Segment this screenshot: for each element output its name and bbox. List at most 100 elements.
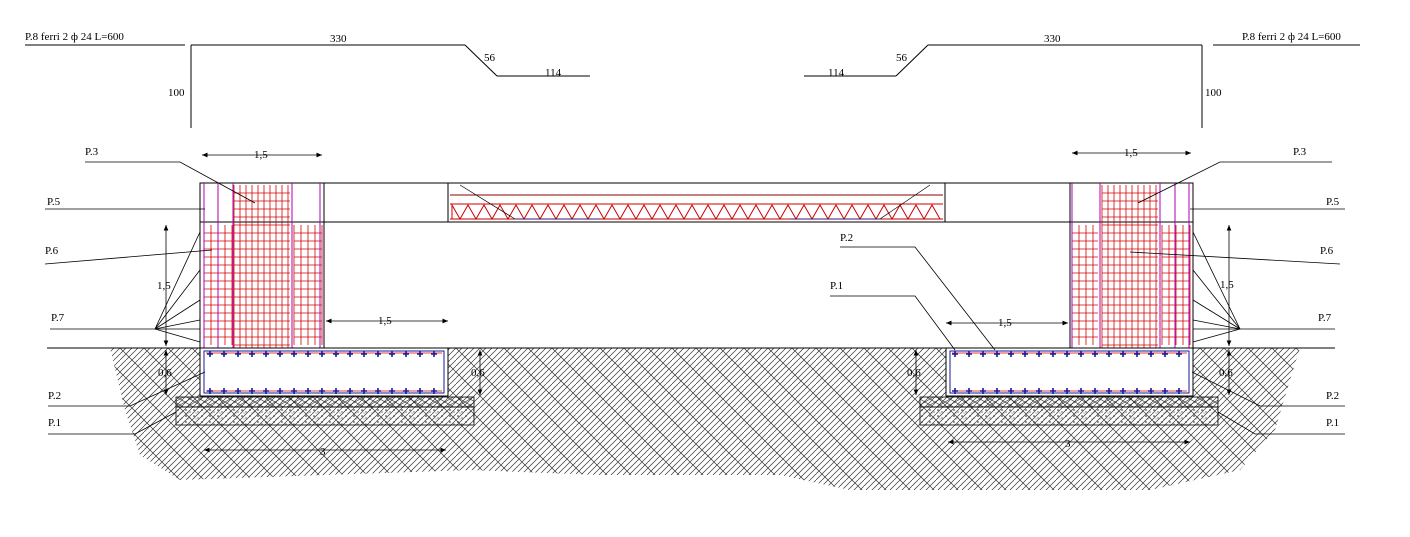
bar-section-mark bbox=[389, 351, 395, 357]
bar-label-right: P.8 ferri 2 ф 24 L=600 bbox=[1242, 31, 1341, 43]
dim-hook-left: 100 bbox=[168, 87, 185, 99]
bar-section-mark bbox=[389, 388, 395, 394]
beam-outline bbox=[200, 182, 1193, 223]
bar-section-mark bbox=[1050, 351, 1056, 357]
dim-top-length-left: 330 bbox=[330, 33, 347, 45]
bar-section-mark bbox=[1162, 351, 1168, 357]
bar-section-mark bbox=[333, 388, 339, 394]
truss-zigzag bbox=[451, 203, 941, 221]
bar-section-mark bbox=[1106, 388, 1112, 394]
bar-section-mark bbox=[1176, 351, 1182, 357]
bar-section-mark bbox=[1120, 388, 1126, 394]
dim-bend-right: 56 bbox=[896, 52, 908, 64]
bar-section-mark bbox=[980, 388, 986, 394]
dim-gap-right: 1,5 bbox=[998, 317, 1012, 329]
label-p2-middle: P.2 bbox=[840, 232, 853, 244]
dim-tail-left: 114 bbox=[545, 67, 562, 79]
bar-section-mark bbox=[1022, 351, 1028, 357]
right-gravel bbox=[919, 406, 1219, 426]
label-p2-left: P.2 bbox=[48, 390, 61, 402]
bar-section-mark bbox=[1022, 388, 1028, 394]
bar-section-mark bbox=[1134, 388, 1140, 394]
bar-section-mark bbox=[1064, 388, 1070, 394]
dim-depth-mid-left: 0,6 bbox=[471, 367, 485, 379]
bar-section-mark bbox=[375, 388, 381, 394]
right-lean-concrete bbox=[919, 396, 1219, 408]
bar-section-mark bbox=[235, 388, 241, 394]
bar-section-mark bbox=[994, 351, 1000, 357]
bar-section-mark bbox=[403, 351, 409, 357]
dim-bend-left: 56 bbox=[484, 52, 496, 64]
bar-section-mark bbox=[347, 388, 353, 394]
dim-height-right: 1,5 bbox=[1220, 279, 1234, 291]
bar-section-mark bbox=[263, 351, 269, 357]
label-p5-left: P.5 bbox=[47, 196, 61, 208]
bar-section-mark bbox=[319, 351, 325, 357]
bar-section-mark bbox=[1120, 351, 1126, 357]
bar-section-mark bbox=[249, 351, 255, 357]
bar-section-mark bbox=[277, 351, 283, 357]
label-p6-right: P.6 bbox=[1320, 245, 1334, 257]
dim-hook-right: 100 bbox=[1205, 87, 1222, 99]
bar-label-left: P.8 ferri 2 ф 24 L=600 bbox=[25, 31, 124, 43]
bar-section-mark bbox=[1078, 388, 1084, 394]
dim-depth-mid-right: 0,6 bbox=[907, 367, 921, 379]
dim-gap-left: 1,5 bbox=[378, 315, 392, 327]
left-gravel bbox=[175, 406, 475, 426]
bar-section-mark bbox=[431, 351, 437, 357]
bar-shape-left bbox=[25, 44, 590, 128]
bar-section-mark bbox=[431, 388, 437, 394]
label-p1-left: P.1 bbox=[48, 417, 61, 429]
bar-section-mark bbox=[1092, 388, 1098, 394]
bar-section-mark bbox=[1148, 388, 1154, 394]
bar-section-mark bbox=[207, 388, 213, 394]
bar-section-mark bbox=[994, 388, 1000, 394]
bar-section-mark bbox=[1036, 351, 1042, 357]
bar-section-mark bbox=[1162, 388, 1168, 394]
bar-section-mark bbox=[1008, 351, 1014, 357]
dim-depth-left: 0,6 bbox=[158, 367, 172, 379]
bar-section-mark bbox=[952, 388, 958, 394]
bar-section-mark bbox=[1050, 388, 1056, 394]
label-p6-left: P.6 bbox=[45, 245, 59, 257]
bar-section-mark bbox=[1078, 351, 1084, 357]
bar-section-mark bbox=[417, 388, 423, 394]
bar-section-mark bbox=[291, 351, 297, 357]
bar-section-mark bbox=[221, 388, 227, 394]
bar-section-mark bbox=[207, 351, 213, 357]
bar-shape-right bbox=[804, 44, 1360, 128]
bar-section-mark bbox=[221, 351, 227, 357]
bar-section-mark bbox=[403, 388, 409, 394]
bar-section-mark bbox=[305, 388, 311, 394]
label-p1-middle: P.1 bbox=[830, 280, 843, 292]
right-footing bbox=[919, 347, 1219, 426]
bar-section-mark bbox=[361, 351, 367, 357]
bar-section-mark bbox=[966, 388, 972, 394]
bar-section-mark bbox=[361, 388, 367, 394]
leader-lines bbox=[44, 161, 1345, 435]
bar-section-mark bbox=[1106, 351, 1112, 357]
bar-section-mark bbox=[263, 388, 269, 394]
label-p7-right: P.7 bbox=[1318, 312, 1332, 324]
bar-section-mark bbox=[305, 351, 311, 357]
bar-section-mark bbox=[980, 351, 986, 357]
bar-section-mark bbox=[319, 388, 325, 394]
bar-section-mark bbox=[333, 351, 339, 357]
bar-section-mark bbox=[417, 351, 423, 357]
dim-column-width-left: 1,5 bbox=[254, 149, 268, 161]
bar-section-mark bbox=[277, 388, 283, 394]
bar-section-mark bbox=[235, 351, 241, 357]
bar-section-mark bbox=[347, 351, 353, 357]
dim-tail-right: 114 bbox=[828, 67, 845, 79]
dim-top-length-right: 330 bbox=[1044, 33, 1061, 45]
left-lean-concrete bbox=[175, 396, 475, 408]
label-p7-left: P.7 bbox=[51, 312, 65, 324]
dim-column-width-right: 1,5 bbox=[1124, 147, 1138, 159]
bar-section-mark bbox=[1176, 388, 1182, 394]
bar-section-mark bbox=[1092, 351, 1098, 357]
left-footing bbox=[175, 347, 475, 426]
bar-section-mark bbox=[1036, 388, 1042, 394]
bar-section-mark bbox=[1008, 388, 1014, 394]
label-p2-right: P.2 bbox=[1326, 390, 1339, 402]
dim-footing-width-left: 3 bbox=[320, 446, 326, 458]
